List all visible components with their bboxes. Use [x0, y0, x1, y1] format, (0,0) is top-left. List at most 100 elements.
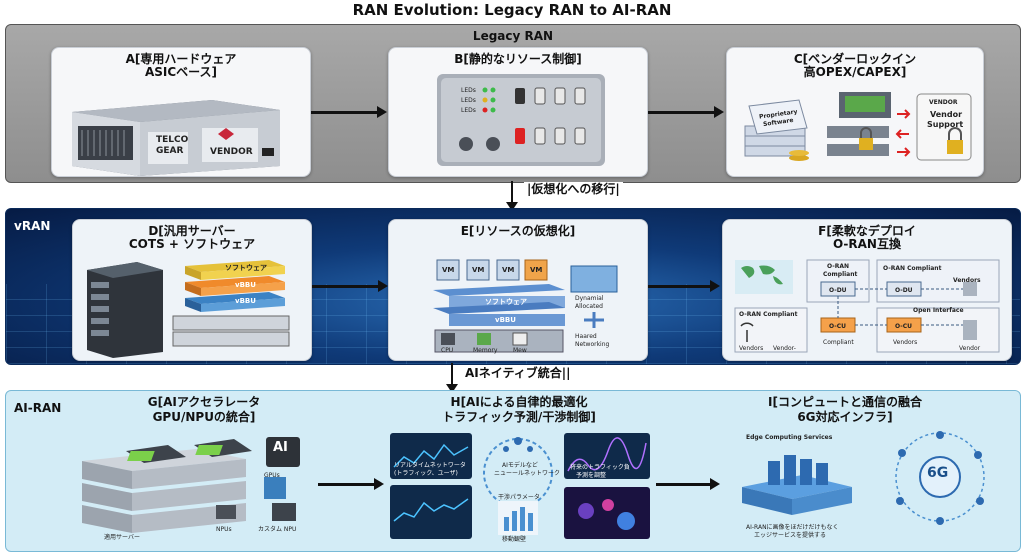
ai-server-illustration: [82, 437, 300, 533]
cpu-label: CPU: [441, 347, 454, 354]
transition-virtualization-label: |仮想化への移行|: [524, 182, 623, 197]
layer-vbbu-label-1: vBBU: [235, 281, 256, 289]
card-g-title-1: G[AIアクセラレータ: [147, 395, 261, 409]
card-i-title-1: I[コンピュートと通信の融合: [768, 395, 922, 409]
vran-label: vRAN: [14, 219, 51, 233]
card-a-title-2: ASICベース]: [144, 65, 218, 79]
transition-ai-native-label: AIネイティブ統合||: [462, 366, 574, 381]
six-g-label: 6G: [927, 465, 949, 481]
card-h-autonomous-optimization: リアルタイムネットワータ (トラフィック、ユーザ) AIモデルなど ニューールネ…: [386, 431, 654, 543]
odu-label-2: O-DU: [895, 287, 913, 294]
card-f-flexible-deployment: F[柔軟なデプロイ O-RAN互換 O-RAN Compliant O-DU O…: [722, 219, 1012, 361]
led-label-3: LEDs: [461, 107, 476, 114]
card-i-compute-comm-convergence: Edge Computing Services 6G AI-RANに画像をほだけ…: [722, 431, 1012, 543]
ai-chip-label: AI: [273, 440, 288, 455]
arrow-legacy-to-vran: [506, 181, 518, 211]
ai-optimization-illustration: [390, 433, 650, 539]
ai-chip-icon: [266, 437, 300, 467]
card-h-title-1: H[AIによる自律的最適化: [450, 395, 588, 409]
oran-compliant-label-4: O-RAN Compliant: [739, 311, 798, 318]
legacy-ran-label: Legacy RAN: [472, 29, 554, 43]
server-label: 適用サーバー: [104, 534, 140, 541]
led-label-1: LEDs: [461, 87, 476, 94]
card-e-title: E[リソースの仮想化]: [460, 224, 576, 238]
arrow-h-to-i: [656, 478, 720, 490]
card-b-title: B[静的なリソース制御]: [454, 52, 582, 66]
card-c-vendor-lockin: C[ベンダーロックイン 高OPEX/CAPEX] Proprietary Sof…: [726, 47, 984, 177]
shared-label-2: Networking: [575, 341, 610, 348]
gpus-label: GPUs: [264, 472, 280, 479]
card-g-ai-accelerator: AI GPUs 適用サーバー NPUs カスタム NPU: [76, 431, 316, 543]
arrow-b-to-c: [648, 106, 724, 118]
dynamic-label-2: Allocated: [575, 303, 603, 310]
card-b-static-resource-control: B[静的なリソース制御] LEDs LEDs LEDs: [388, 47, 648, 177]
dynamic-label-1: Dynamial: [575, 295, 604, 302]
antenna-icon: [740, 322, 754, 342]
telco-gear-rack-illustration: [72, 100, 280, 176]
card-h-title-2: トラフィック予測/干渉制御]: [442, 410, 596, 424]
card-d-title-1: D[汎用サーバー: [148, 224, 236, 238]
vm-label-2: VM: [472, 266, 485, 274]
card-d-general-server: D[汎用サーバー COTS + ソフトウェア ソフトウェア vBBU vBBU: [72, 219, 312, 361]
realtime-label-2: (トラフィック、ユーザ): [394, 470, 458, 477]
oran-compliant-label-3: O-RAN Compliant: [883, 265, 942, 272]
card-d-title-2: COTS + ソフトウェア: [128, 237, 256, 251]
vm-label-3: VM: [502, 266, 515, 274]
card-f-title-2: O-RAN互換: [833, 237, 901, 251]
vendor-doc-label: VENDOR: [929, 99, 958, 106]
npus-label: NPUs: [216, 526, 232, 533]
ai-ran-label: AI-RAN: [14, 401, 62, 415]
vendor-logo-icon: [218, 128, 234, 140]
arrow-d-to-e: [312, 280, 388, 292]
mew-label: Mew: [513, 347, 527, 354]
future-traffic-label-1: 将来のトラフィック負: [570, 464, 630, 471]
ai-model-label-2: ニューールネットワーク: [494, 470, 561, 477]
control-panel-illustration: [437, 74, 605, 166]
vendor-support-label-2: Support: [927, 120, 964, 129]
card-c-title-2: 高OPEX/CAPEX]: [803, 65, 907, 79]
vendor-dash-label: Vendor-: [773, 345, 796, 352]
vbbu-layer-label: vBBU: [495, 316, 516, 324]
card-c-title-1: C[ベンダーロックイン: [793, 52, 917, 66]
arrow-g-to-h: [318, 478, 384, 490]
odu-label-1: O-DU: [829, 287, 847, 294]
arrow-vran-to-ai: [446, 363, 458, 393]
telco-label: TELCO: [156, 135, 189, 145]
vendors-label-2: Vendors: [739, 345, 764, 352]
vran-band: vRAN D[汎用サーバー COTS + ソフトウェア ソフトウェア vBBU …: [5, 208, 1021, 365]
edge-computing-label: Edge Computing Services: [746, 434, 833, 441]
oran-compliant-label-1: O-RAN: [827, 263, 849, 270]
card-g-title-2: GPU/NPUの統合]: [152, 410, 256, 424]
arrow-a-to-b: [311, 106, 387, 118]
card-i-title-2: 6G対応インフラ]: [797, 410, 893, 424]
layer-software-label: ソフトウェア: [225, 264, 267, 272]
card-f-title-1: F[柔軟なデプロイ: [818, 224, 916, 238]
padlock-icon: [948, 127, 962, 140]
custom-npu-label: カスタム NPU: [258, 526, 297, 533]
vm-label-1: VM: [442, 266, 455, 274]
ai-model-label-1: AIモデルなど: [502, 462, 538, 469]
layer-vbbu-label-2: vBBU: [235, 297, 256, 305]
realtime-label-1: リアルタイムネットワータ: [394, 462, 466, 469]
interference-label-1: 干渉パラメータ: [498, 494, 540, 501]
memory-label: Memory: [473, 347, 498, 354]
page-title: RAN Evolution: Legacy RAN to AI-RAN: [352, 1, 672, 19]
compliant-label: Compliant: [823, 339, 854, 346]
oran-topology-illustration: [734, 259, 1000, 353]
vendor-label: VENDOR: [210, 147, 253, 157]
virtualization-stack-illustration: [433, 259, 618, 353]
lock-icon: [860, 127, 872, 138]
world-map-icon: [741, 265, 783, 285]
caption-label-2: エッジサービスを提供する: [754, 532, 827, 539]
legacy-ran-band: Legacy RAN A[専用ハードウェア ASICベース] TELCO GEA…: [5, 24, 1021, 183]
card-a-title-1: A[専用ハードウェア: [125, 52, 237, 66]
vendors-label-1: Vendors: [953, 277, 981, 284]
interference-label-2: 移動観壁: [502, 536, 527, 543]
edge-6g-illustration: [742, 431, 985, 525]
vendor-lockin-illustration: [744, 92, 972, 161]
ocu-label-2: O-CU: [895, 323, 912, 330]
card-a-dedicated-hardware: A[専用ハードウェア ASICベース] TELCO GEAR VENDOR: [51, 47, 311, 177]
open-interface-label: Open Interface: [913, 307, 964, 314]
led-label-2: LEDs: [461, 97, 476, 104]
vendor-support-label-1: Vendor: [930, 110, 963, 119]
